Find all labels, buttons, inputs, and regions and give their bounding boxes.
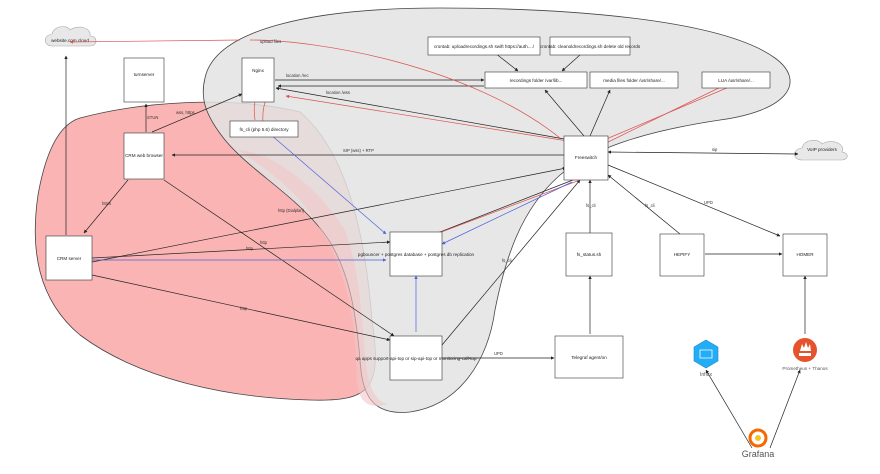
fs-cli-hep-label: fs_cli <box>645 203 655 208</box>
prometheus-icon: Prometheus + Thanos <box>782 338 828 371</box>
prometheus-label: Prometheus + Thanos <box>782 366 828 371</box>
nginx-label: Nginx <box>252 68 264 73</box>
heplify-label: HEPIFY <box>674 252 691 257</box>
freeswitch-node[interactable]: Freeswitch <box>563 135 609 181</box>
udp-homer-label: UPD <box>704 200 713 205</box>
heplify-node[interactable]: HEPIFY <box>659 233 705 277</box>
crm-browser-label: CRM web browser <box>125 153 163 158</box>
lua-label: LUA /usr/share/... <box>718 78 754 83</box>
influx-label: Influx <box>700 372 712 378</box>
telegraf-label: Telegraf agent/on <box>571 355 607 360</box>
qa-apps-node[interactable]: qa apps support-api-top or sip-api-top o… <box>355 335 477 381</box>
cron-upload-node[interactable]: crontab: uploadrecordings.sh swift https… <box>427 36 541 56</box>
wss-https-label: wss, https <box>176 110 195 115</box>
fs-status-node[interactable]: fs_status.sh <box>565 232 613 277</box>
sip-label: sip <box>712 147 718 152</box>
qa-apps-label: qa apps support-api-top or sip-api-top o… <box>355 356 476 361</box>
location-wss-label: location /wss <box>326 90 350 95</box>
crm-server-label: CRM server <box>57 256 82 261</box>
media-node[interactable]: media files folder /usr/share/... <box>589 71 679 89</box>
edge-labels: upload files location /rec location /wss… <box>102 39 718 356</box>
crm-browser-node[interactable]: CRM web browser <box>123 132 165 180</box>
cron-clean-node[interactable]: crontab: cleanoldrecordings.sh delete ol… <box>540 36 641 56</box>
edges <box>64 39 807 449</box>
grafana-icon: Grafana <box>742 428 775 459</box>
homer-node[interactable]: HOMER <box>782 233 828 277</box>
fs-cli-pg-label: fs_cli <box>502 258 512 263</box>
nginx-node[interactable]: Nginx <box>241 57 275 103</box>
recordings-node[interactable]: recordings folder /var/lib... <box>484 71 588 89</box>
http-left-label: http <box>246 246 254 251</box>
fs-sip-node[interactable]: fs_cli (php 5.6) directory <box>229 120 299 138</box>
recordings-label: recordings folder /var/lib... <box>510 78 563 83</box>
homer-label: HOMER <box>796 252 814 257</box>
lua-node[interactable]: LUA /usr/share/... <box>701 71 771 89</box>
influx-icon: Influx <box>693 339 719 378</box>
grafana-label: Grafana <box>742 449 775 459</box>
location-rec-label: location /rec <box>286 73 309 78</box>
fs-cli-status-label: fs_cli <box>586 203 596 208</box>
https-crm-label: https <box>102 201 111 206</box>
media-label: media files folder /usr/share/... <box>603 78 665 83</box>
turnserver-label: turnserver <box>134 72 155 77</box>
fs-sip-label: fs_cli (php 5.6) directory <box>239 127 289 132</box>
turnserver-node[interactable]: turnserver <box>123 57 165 103</box>
voip-cloud-label: VoIP providers <box>807 147 837 152</box>
cron-upload-label: crontab: uploadrecordings.sh swift https… <box>434 44 535 49</box>
http-mid-label: http <box>260 240 268 245</box>
freeswitch-label: Freeswitch <box>575 155 598 160</box>
http-dialplan-label: http (Dialplan) <box>278 208 305 213</box>
pgbouncer-label: pgbouncer + postgres database + postgres… <box>358 252 475 257</box>
pgbouncer-node[interactable]: pgbouncer + postgres database + postgres… <box>358 231 475 277</box>
http-lower-label: http <box>240 306 248 311</box>
stun-label: STUN <box>147 115 158 120</box>
crm-server-node[interactable]: CRM server <box>45 235 93 281</box>
upload-files-label: upload files <box>260 39 281 44</box>
udp-telegraf-label: UPD <box>494 351 503 356</box>
overlap-zone <box>238 150 388 406</box>
sip-wss-rtp-label: SIP (wss) + RTP <box>343 148 374 153</box>
telegraf-node[interactable]: Telegraf agent/on <box>554 335 624 379</box>
cron-clean-label: crontab: cleanoldrecordings.sh delete ol… <box>540 44 641 49</box>
fs-status-label: fs_status.sh <box>577 252 602 257</box>
website-cloud: website.com cloud <box>44 26 97 47</box>
voip-cloud: VoIP providers <box>794 139 848 161</box>
